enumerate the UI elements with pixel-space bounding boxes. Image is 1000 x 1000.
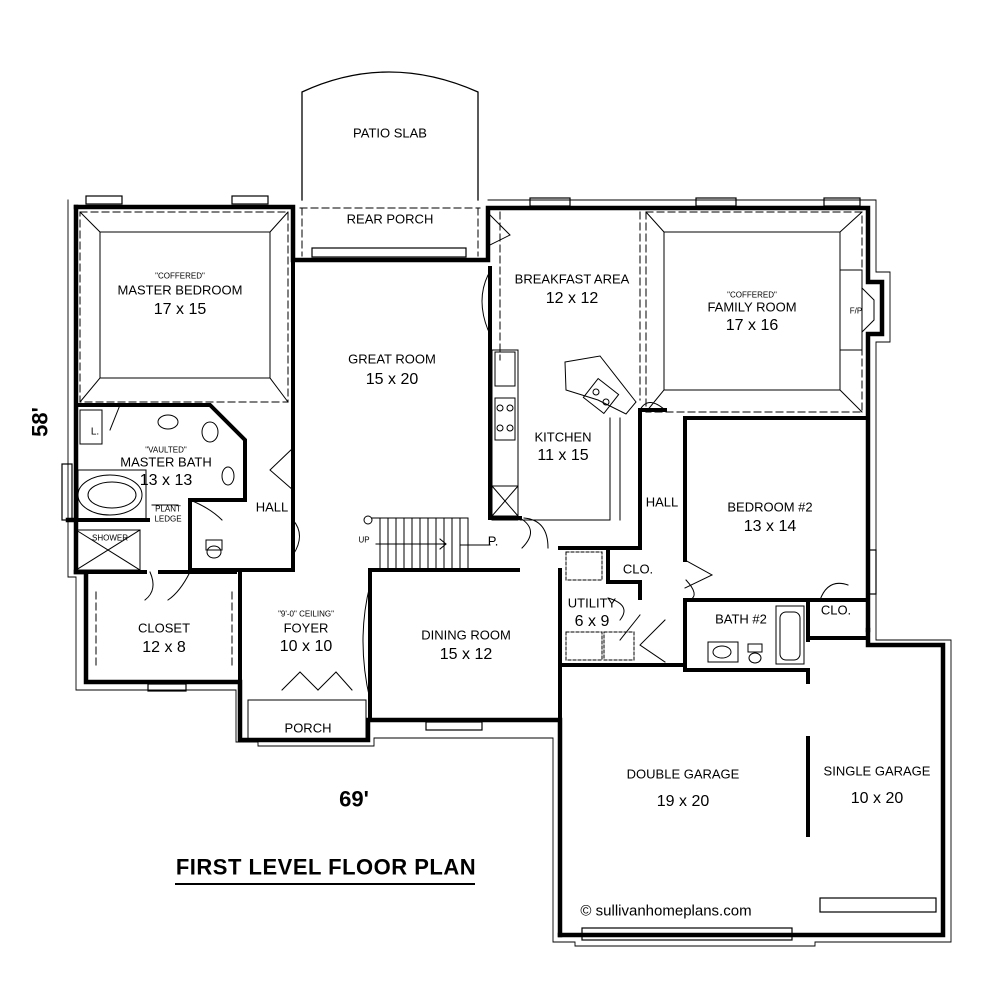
shower-label: SHOWER xyxy=(92,533,128,543)
breakfast-name: BREAKFAST AREA xyxy=(514,271,630,287)
dining-room-size: 15 x 12 xyxy=(439,645,493,663)
stair-up-label: UP xyxy=(358,535,370,545)
single-garage-size: 10 x 20 xyxy=(850,789,904,807)
stairs xyxy=(363,515,491,571)
interior-walls xyxy=(74,258,870,837)
bedroom2-size: 13 x 14 xyxy=(743,517,797,535)
foyer-size: 10 x 10 xyxy=(279,637,333,655)
bedroom2-name: BEDROOM #2 xyxy=(727,499,813,515)
patio-slab-outline xyxy=(301,71,479,201)
foyer-name: FOYER xyxy=(283,620,329,636)
outer-siding-line xyxy=(67,199,952,947)
bath2-fixtures xyxy=(707,605,805,665)
master-bedroom-name: MASTER BEDROOM xyxy=(117,282,243,298)
utility-size: 6 x 9 xyxy=(574,612,610,630)
windows xyxy=(61,195,937,941)
plant-ledge-label-1: PLANT xyxy=(155,504,181,514)
double-garage-size: 19 x 20 xyxy=(656,792,710,810)
master-bath-size: 13 x 13 xyxy=(139,471,193,489)
kitchen-name: KITCHEN xyxy=(534,429,592,445)
closet-name: CLOSET xyxy=(137,620,191,636)
bath2-name: BATH #2 xyxy=(715,611,767,627)
porch-label: PORCH xyxy=(284,720,332,736)
fireplace-label: F/P xyxy=(849,306,863,316)
kitchen-size: 11 x 15 xyxy=(537,446,589,464)
depth-dimension: 58' xyxy=(27,407,53,437)
foyer-note: "9'-0" CEILING" xyxy=(278,609,334,619)
kitchen-fixtures xyxy=(491,349,637,521)
hall-left-label: HALL xyxy=(255,499,289,515)
plant-ledge-label-2: LEDGE xyxy=(154,514,182,524)
utility-name: UTILITY xyxy=(567,595,617,611)
utility-closet-label: CLO. xyxy=(622,561,654,577)
master-bath-fixtures xyxy=(75,409,235,571)
front-porch-outline xyxy=(247,699,367,741)
single-garage-name: SINGLE GARAGE xyxy=(823,763,931,779)
patio-slab-label: PATIO SLAB xyxy=(353,125,427,141)
hall-right-label: HALL xyxy=(645,494,679,510)
coffered-ceiling-lines xyxy=(79,207,863,669)
master-bedroom-size: 17 x 15 xyxy=(153,300,207,318)
double-garage-name: DOUBLE GARAGE xyxy=(626,766,740,782)
bedroom2-closet-label: CLO. xyxy=(820,602,852,618)
plan-title: FIRST LEVEL FLOOR PLAN xyxy=(175,854,477,880)
great-room-size: 15 x 20 xyxy=(365,370,419,388)
linen-closet-label: L. xyxy=(90,426,100,438)
breakfast-size: 12 x 12 xyxy=(545,289,599,307)
fireplace xyxy=(839,269,875,351)
master-bath-note: "VAULTED" xyxy=(145,445,187,455)
coffered-inner-frames xyxy=(79,211,863,413)
dining-room-name: DINING ROOM xyxy=(421,627,511,643)
width-dimension: 69' xyxy=(339,786,369,812)
master-bedroom-note: "COFFERED" xyxy=(155,271,205,281)
title-underline xyxy=(175,883,475,885)
family-room-name: FAMILY ROOM xyxy=(707,299,797,315)
master-bath-name: MASTER BATH xyxy=(120,454,212,470)
great-room-name: GREAT ROOM xyxy=(348,351,436,367)
rear-porch-label: REAR PORCH xyxy=(346,211,434,227)
closet-size: 12 x 8 xyxy=(142,638,186,656)
pantry-label: P. xyxy=(487,533,499,549)
doors xyxy=(109,214,849,701)
family-room-note: "COFFERED" xyxy=(727,290,777,300)
copyright-text: © sullivanhomeplans.com xyxy=(580,902,752,920)
family-room-size: 17 x 16 xyxy=(725,316,779,334)
utility-fixtures xyxy=(565,551,635,661)
